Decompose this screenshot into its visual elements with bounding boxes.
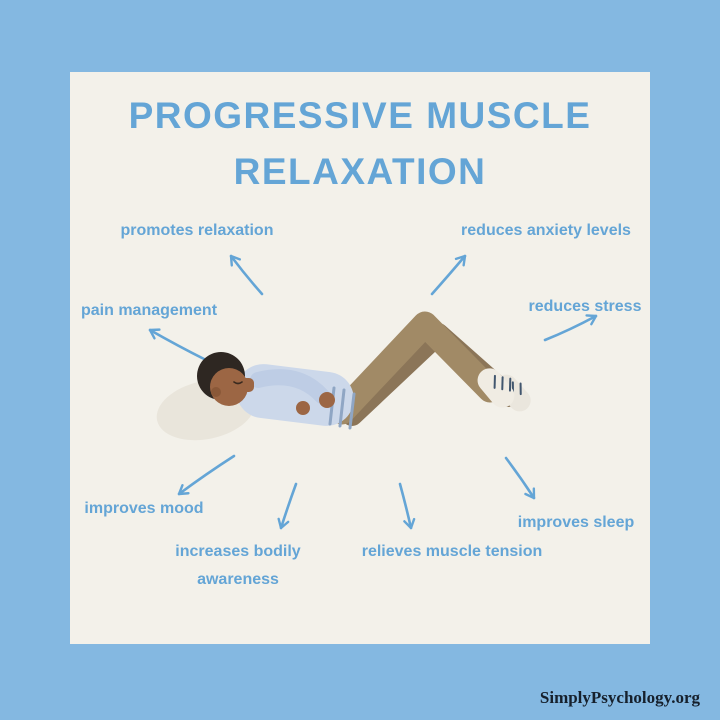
benefit-label-reduces-stress: reduces stress (528, 298, 642, 315)
benefit-label-increases-bodily-awareness: increases bodily awareness (175, 543, 301, 588)
benefit-label-improves-mood: improves mood (84, 500, 204, 517)
benefit-label-promotes-relaxation: promotes relaxation (120, 222, 274, 239)
benefit-label-improves-sleep: improves sleep (517, 514, 635, 531)
title-line-2: RELAXATION (233, 151, 487, 192)
benefit-label-relieves-muscle-tension: relieves muscle tension (361, 543, 543, 560)
page-title: PROGRESSIVE MUSCLE RELAXATION (70, 88, 650, 200)
benefit-label-pain-management: pain management (80, 302, 218, 319)
benefit-label-reduces-anxiety-levels: reduces anxiety levels (461, 222, 631, 239)
title-line-1: PROGRESSIVE MUSCLE (128, 95, 592, 136)
watermark: SimplyPsychology.org (539, 688, 700, 707)
